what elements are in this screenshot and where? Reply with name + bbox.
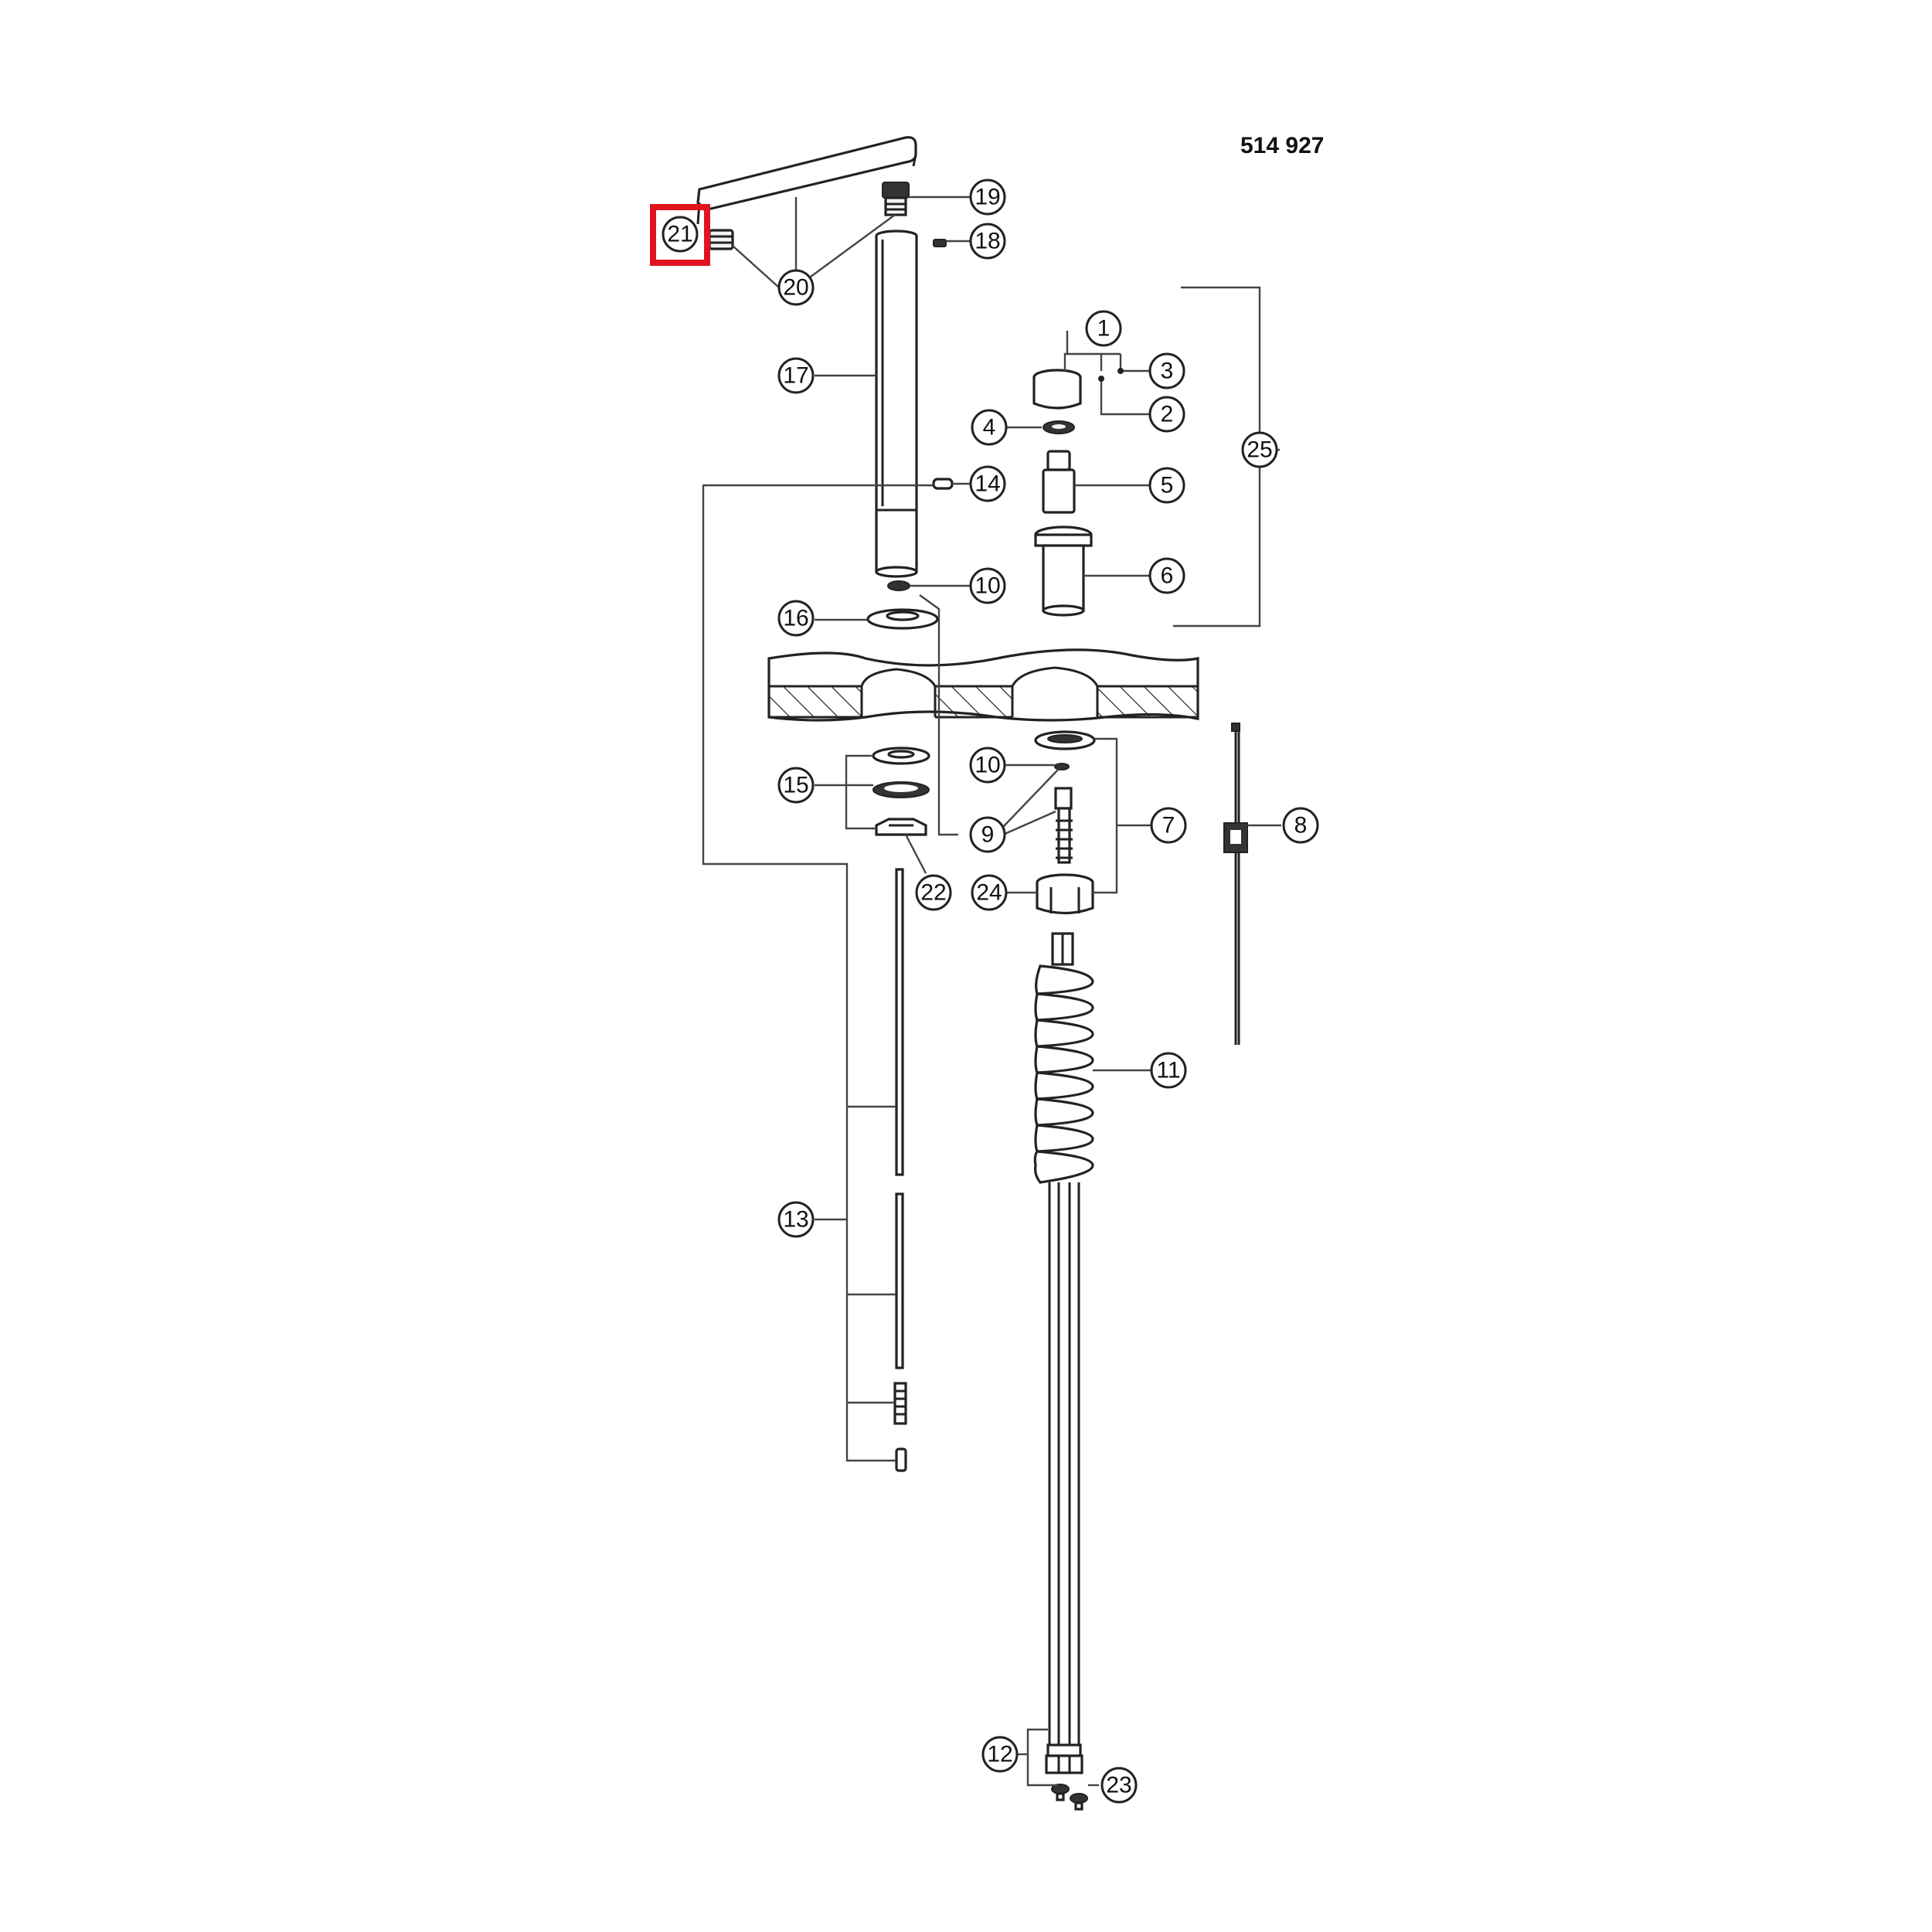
callout-25: 25: [1241, 431, 1278, 468]
callout-19: 19: [969, 179, 1006, 216]
callout-9: 9: [969, 816, 1006, 853]
svg-text:14: 14: [975, 471, 1000, 497]
callout-24: 24: [971, 874, 1008, 911]
svg-text:25: 25: [1247, 437, 1272, 463]
svg-text:23: 23: [1106, 1773, 1131, 1798]
svg-text:20: 20: [783, 275, 808, 301]
fixing-nut-part: [875, 818, 927, 836]
o-ring-upper-part: [887, 580, 910, 591]
svg-text:11: 11: [1156, 1058, 1180, 1083]
callout-5: 5: [1148, 467, 1185, 504]
callout-11: 11: [1150, 1052, 1187, 1089]
fixing-washers-part: [872, 747, 930, 798]
callout-2: 2: [1148, 396, 1185, 433]
svg-text:24: 24: [976, 880, 1002, 906]
callout-18: 18: [969, 223, 1006, 260]
svg-text:5: 5: [1161, 473, 1174, 498]
callout-4: 4: [971, 409, 1008, 446]
svg-text:6: 6: [1161, 563, 1174, 589]
svg-text:13: 13: [783, 1207, 808, 1233]
callout-8: 8: [1282, 807, 1319, 844]
washer-part: [866, 608, 939, 630]
callout-23: 23: [1100, 1767, 1138, 1804]
svg-text:8: 8: [1294, 813, 1308, 838]
filter-seals-part: [1051, 1784, 1088, 1811]
flexible-hose-part: [1033, 932, 1094, 1774]
svg-text:2: 2: [1161, 402, 1174, 427]
connector-assembly-part: [1034, 730, 1096, 864]
callout-22: 22: [915, 874, 952, 911]
svg-text:3: 3: [1161, 359, 1174, 384]
callout-6: 6: [1148, 557, 1185, 594]
svg-text:9: 9: [981, 822, 995, 848]
threaded-rod-part: [893, 868, 907, 1472]
callout-3: 3: [1148, 352, 1185, 389]
svg-text:21: 21: [667, 222, 692, 247]
svg-text:10: 10: [975, 573, 1000, 599]
svg-text:1: 1: [1097, 316, 1111, 342]
svg-text:12: 12: [987, 1742, 1012, 1767]
callout-10-upper: 10: [969, 567, 1006, 604]
callout-17: 17: [777, 357, 815, 394]
svg-text:18: 18: [975, 229, 1000, 254]
callout-12: 12: [981, 1736, 1019, 1773]
callout-14: 14: [969, 465, 1006, 502]
set-screw-part: [933, 239, 947, 247]
aerator-part: [708, 229, 734, 250]
callout-1: 1: [1085, 310, 1122, 347]
body-tube-part: [875, 230, 918, 578]
svg-text:7: 7: [1162, 813, 1175, 838]
svg-text:22: 22: [920, 880, 946, 906]
countertop-section: [767, 648, 1199, 722]
clamp-nut-part: [1036, 873, 1094, 915]
svg-text:19: 19: [975, 185, 1000, 210]
cable-tie-part: [1223, 723, 1248, 1045]
pin-part: [932, 478, 954, 490]
spout-part: [696, 136, 917, 225]
document-number: 514 927: [1240, 133, 1324, 158]
svg-text:4: 4: [983, 415, 996, 440]
top-nut-part: [882, 182, 910, 216]
callout-16: 16: [777, 600, 815, 637]
callout-15: 15: [777, 767, 815, 804]
callout-20: 20: [777, 269, 815, 306]
svg-text:16: 16: [783, 606, 808, 631]
cartridge-group: [1032, 369, 1093, 617]
svg-text:10: 10: [975, 753, 1000, 778]
svg-text:15: 15: [783, 773, 808, 798]
svg-text:17: 17: [783, 363, 808, 389]
callout-10-lower: 10: [969, 747, 1006, 784]
callout-13: 13: [777, 1201, 815, 1238]
highlight-box: [650, 204, 710, 266]
callout-21: 21: [662, 216, 699, 253]
callout-7: 7: [1150, 807, 1187, 844]
